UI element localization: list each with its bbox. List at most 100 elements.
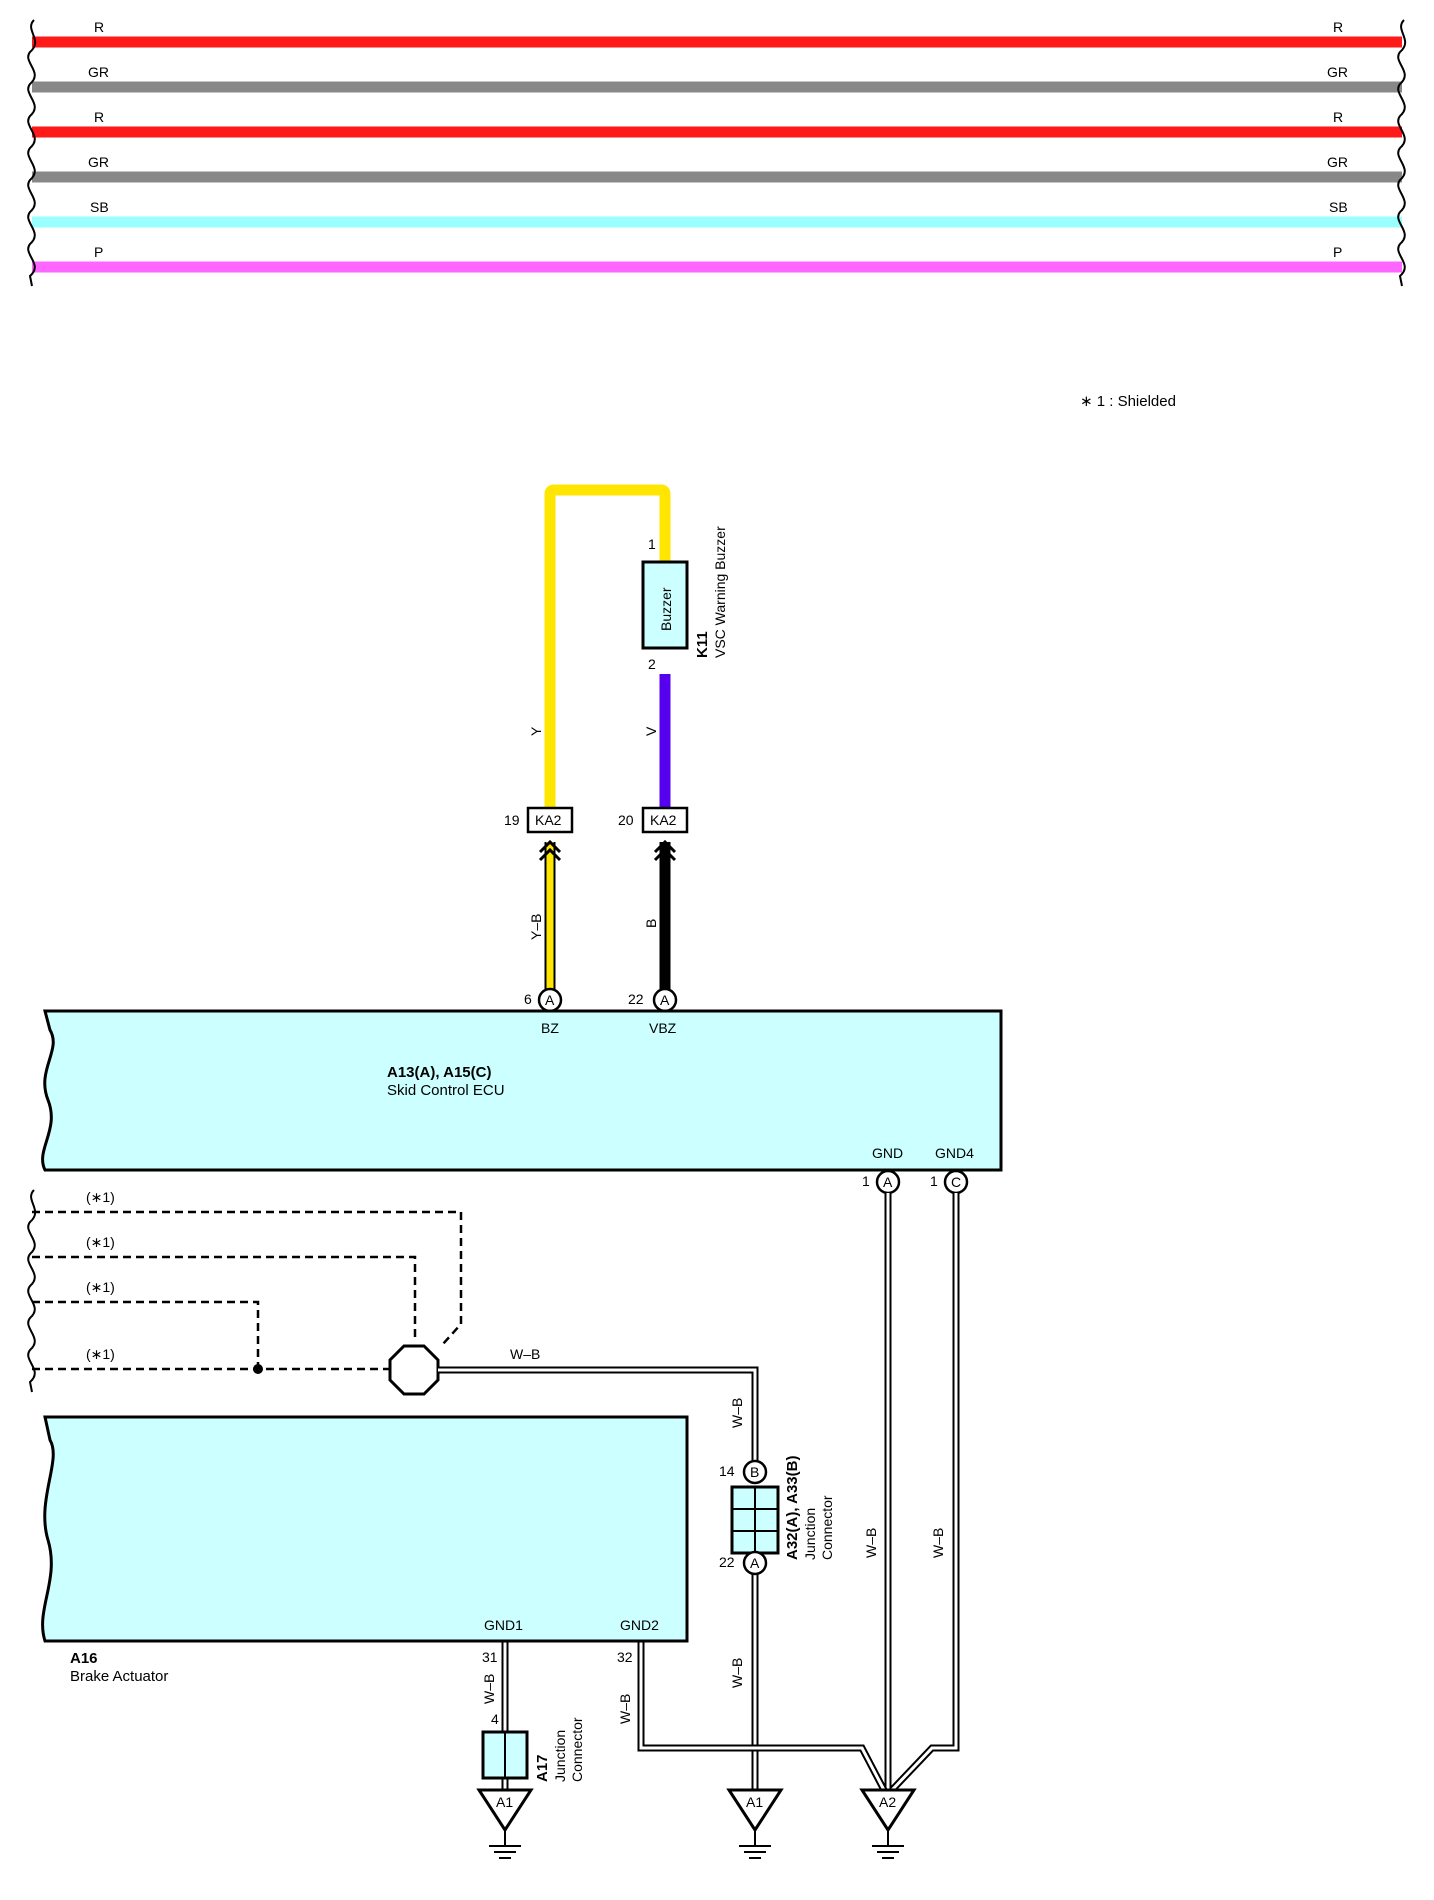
shield-junction-dot [253,1364,263,1374]
left-break-symbol [27,19,37,287]
ground-3-triangle [859,1788,917,1833]
gnd-pin-letter: A [883,1174,893,1190]
a32-pin-a-circle [742,1550,768,1576]
vbz-pin-letter: A [660,992,670,1008]
ka2-right-box [641,806,689,834]
v-wire-label: V [643,726,659,736]
ground-2-label: A1 [746,1794,763,1810]
top-wire-4-label-left: GR [88,154,109,170]
top-wire-2: GR GR [32,64,1402,93]
gnd-pin-number: 1 [862,1173,870,1189]
a32-junction-connector: B 14 A 22 A32(A), A33(B) Junction Connec… [719,1456,835,1576]
b-chevrons [653,839,677,862]
top-wire-1-label-left: R [94,19,104,35]
wb-gnd4-wire-outline [889,1193,960,1793]
shield-line-1 [32,1210,463,1345]
top-wire-1-label-right: R [1333,19,1343,35]
buzzer-pin-2: 2 [648,656,656,672]
a32-pin-top: 14 [719,1463,735,1479]
a32-name-2: Connector [819,1495,835,1560]
wb-gnd4-wire [890,1193,958,1792]
bz-pin-letter: A [545,992,555,1008]
buzzer-pin-1: 1 [648,536,656,552]
yb-chevrons [538,839,562,862]
top-wire-2-label-right: GR [1327,64,1348,80]
shield-line-3 [32,1300,260,1367]
gnd1-pin-number: 31 [482,1649,498,1665]
actuator-box [41,1415,689,1643]
wb-wire-shield [438,1368,757,1462]
ground-2-triangle [726,1788,784,1833]
buzzer-label: Buzzer [658,587,674,631]
ground-wires: W–B W–B W–B W–B W–B W–B W–B [438,1193,960,1793]
gnd4-terminal-label: GND4 [935,1145,974,1161]
gnd2-terminal-label: GND2 [620,1617,659,1633]
top-wire-3: R R [32,109,1402,138]
top-wire-4-label-right: GR [1327,154,1348,170]
a17-name-1: Junction [552,1730,568,1782]
ka2-connector-right: KA2 20 [618,806,689,834]
gnd-terminal-label: GND [872,1145,903,1161]
ka2-left-pin: 19 [504,812,520,828]
ka2-left-box [526,806,574,834]
b-wire-label: B [643,919,659,928]
top-wire-6-label-right: P [1333,244,1342,260]
a32-pin-bottom: 22 [719,1554,735,1570]
top-wire-5-label-right: SB [1329,199,1348,215]
actuator-id: A16 [70,1650,98,1667]
ground-1-triangle [476,1788,534,1833]
wb-shield-vert-label: W–B [729,1398,745,1428]
vbz-pin-number: 22 [628,991,644,1007]
a32-pin-b-letter: B [750,1464,759,1480]
buzzer-box [641,560,689,650]
a32-name-1: Junction [802,1508,818,1560]
ka2-right-label: KA2 [650,812,677,828]
shield-line-4-label: (∗1) [86,1346,115,1362]
wb-gnd2-label: W–B [617,1694,633,1724]
gnd2-pin-number: 32 [617,1649,633,1665]
a32-id: A32(A), A33(B) [784,1456,801,1560]
top-wire-2-label-left: GR [88,64,109,80]
y-wire-label: Y [528,726,544,736]
brake-actuator: GND1 GND2 A16 Brake Actuator 31 32 [41,1415,689,1685]
top-wire-5-label-left: SB [90,199,109,215]
a32-pin-b-circle [742,1459,768,1485]
wb-gnd-label: W–B [863,1528,879,1558]
skid-control-ecu: BZ VBZ A13(A), A15(C) Skid Control ECU G… [41,1009,1003,1172]
shielded-note: ∗ 1 : Shielded [1080,393,1176,410]
ka2-left-label: KA2 [535,812,562,828]
ecu-id: A13(A), A15(C) [387,1064,491,1081]
ground-3-label: A2 [879,1794,896,1810]
shield-line-3-label: (∗1) [86,1279,115,1295]
top-wire-6-label-left: P [94,244,103,260]
vsc-warning-buzzer: Buzzer 1 2 K11 VSC Warning Buzzer [641,526,728,672]
gnd4-pin-letter: C [951,1174,961,1190]
top-wire-4: GR GR [32,154,1402,183]
ground-symbol-1: A1 [476,1788,534,1859]
wb-shield-label: W–B [510,1346,540,1362]
gnd1-terminal-label: GND1 [484,1617,523,1633]
shield-line-2 [32,1255,417,1342]
shielded-lines: (∗1) (∗1) (∗1) (∗1) [27,1189,463,1396]
a17-id: A17 [534,1754,551,1782]
buzzer-name: VSC Warning Buzzer [712,526,728,658]
gnd4-pin-number: 1 [930,1173,938,1189]
ground-1-label: A1 [496,1794,513,1810]
a17-junction-connector: 4 A17 Junction Connector [481,1711,585,1782]
a32-pin-a-letter: A [750,1555,760,1571]
wb-a32-out-label: W–B [729,1658,745,1688]
ground-symbol-2: A1 [726,1788,784,1859]
bz-terminal-label: BZ [541,1020,559,1036]
bz-pin-number: 6 [524,991,532,1007]
actuator-name: Brake Actuator [70,1668,168,1685]
ground-symbol-3: A2 [859,1788,917,1859]
shield-line-1-label: (∗1) [86,1189,115,1205]
top-wire-3-label-right: R [1333,109,1343,125]
buzzer-circuit: Y V Buzzer 1 2 K11 VSC Warning Buzzer KA… [504,484,728,1013]
shield-line-2-label: (∗1) [86,1234,115,1250]
ecu-ground-pins: A 1 C 1 [862,1169,969,1195]
ecu-box [41,1009,1003,1172]
top-wire-bus: R R GR GR R R GR GR SB SB P P [27,19,1407,287]
a17-pin: 4 [491,1711,499,1727]
